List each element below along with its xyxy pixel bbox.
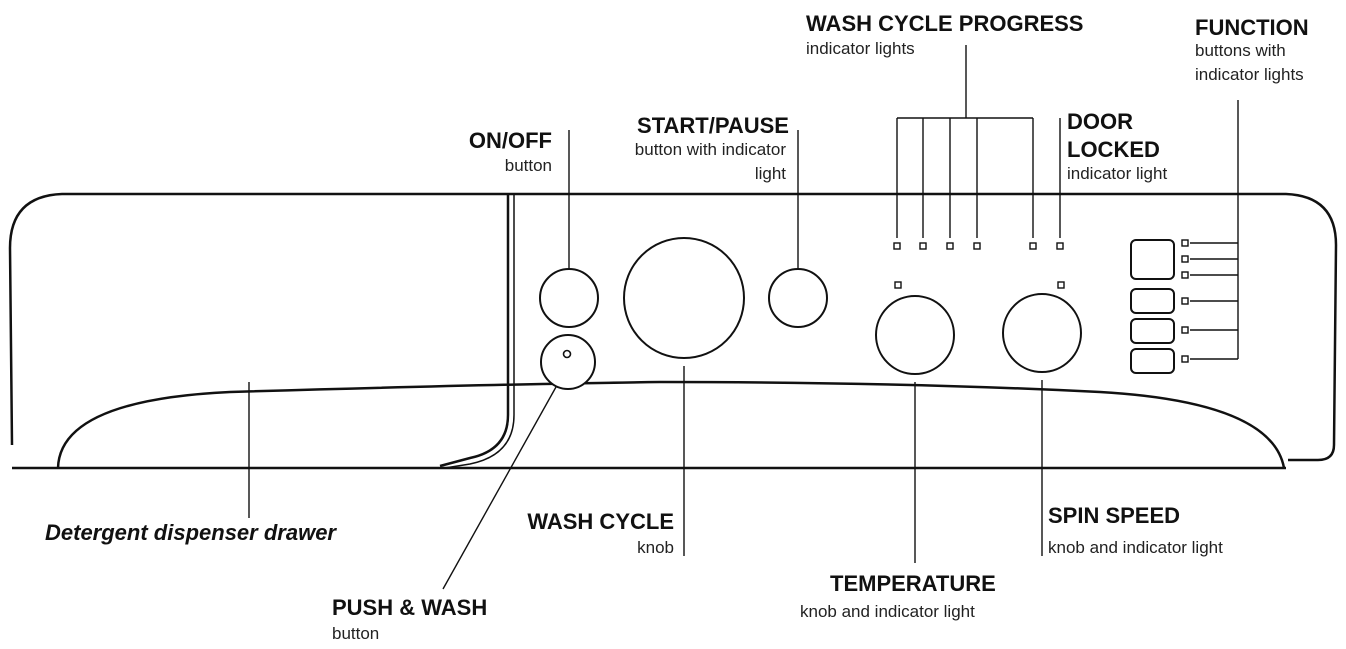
push-wash-sub: button [332,624,380,643]
push-wash-title: PUSH & WASH [332,595,488,620]
wash-cycle-progress-title: WASH CYCLE PROGRESS [806,11,1084,36]
on-off-title: ON/OFF [468,128,552,153]
start-pause-button[interactable] [768,268,828,328]
start-pause-sub-1: button with indicator [634,140,786,159]
panel-front-lip [56,380,1286,469]
start-pause-sub-2: light [754,164,786,183]
door-locked-title-2: LOCKED [1067,137,1160,162]
function-light-5 [1181,326,1189,334]
on-off-button[interactable] [539,268,599,328]
control-panel-outline [8,192,1338,462]
temperature-knob[interactable] [875,295,955,375]
function-light-1 [1181,239,1189,247]
detergent-drawer-label: Detergent dispenser drawer [45,520,336,545]
function-button-3[interactable] [1130,318,1175,344]
wash-progress-light-2 [919,242,927,250]
temperature-indicator-light [894,281,902,289]
wash-progress-light-5 [1029,242,1037,250]
detergent-drawer[interactable] [439,194,515,469]
function-button-large[interactable] [1130,239,1175,280]
push-wash-indicator-dot [562,349,572,359]
wash-progress-light-3 [946,242,954,250]
spin-speed-sub: knob and indicator light [1048,538,1223,557]
wash-cycle-sub: knob [637,538,674,557]
door-locked-light [1056,242,1064,250]
function-title: FUNCTION [1195,15,1309,40]
function-light-2 [1181,255,1189,263]
spin-speed-indicator-light [1057,281,1065,289]
push-wash-button[interactable] [540,334,596,390]
function-light-6 [1181,355,1189,363]
spin-speed-title: SPIN SPEED [1048,503,1181,528]
wash-cycle-progress-sub: indicator lights [806,39,915,58]
function-button-4[interactable] [1130,348,1175,374]
temperature-title: TEMPERATURE [830,571,996,596]
function-button-2[interactable] [1130,288,1175,314]
function-light-3 [1181,271,1189,279]
spin-speed-knob[interactable] [1002,293,1082,373]
function-light-4 [1181,297,1189,305]
wash-progress-light-4 [973,242,981,250]
on-off-sub: button [504,156,552,175]
wash-cycle-title: WASH CYCLE [527,509,674,534]
door-locked-sub: indicator light [1067,164,1168,183]
door-locked-title-1: DOOR [1067,109,1133,134]
wash-cycle-knob[interactable] [623,237,745,359]
function-sub-2: indicator lights [1195,65,1304,84]
wash-progress-light-1 [893,242,901,250]
start-pause-title: START/PAUSE [637,113,789,138]
temperature-sub: knob and indicator light [800,602,975,621]
function-sub-1: buttons with [1195,41,1286,60]
